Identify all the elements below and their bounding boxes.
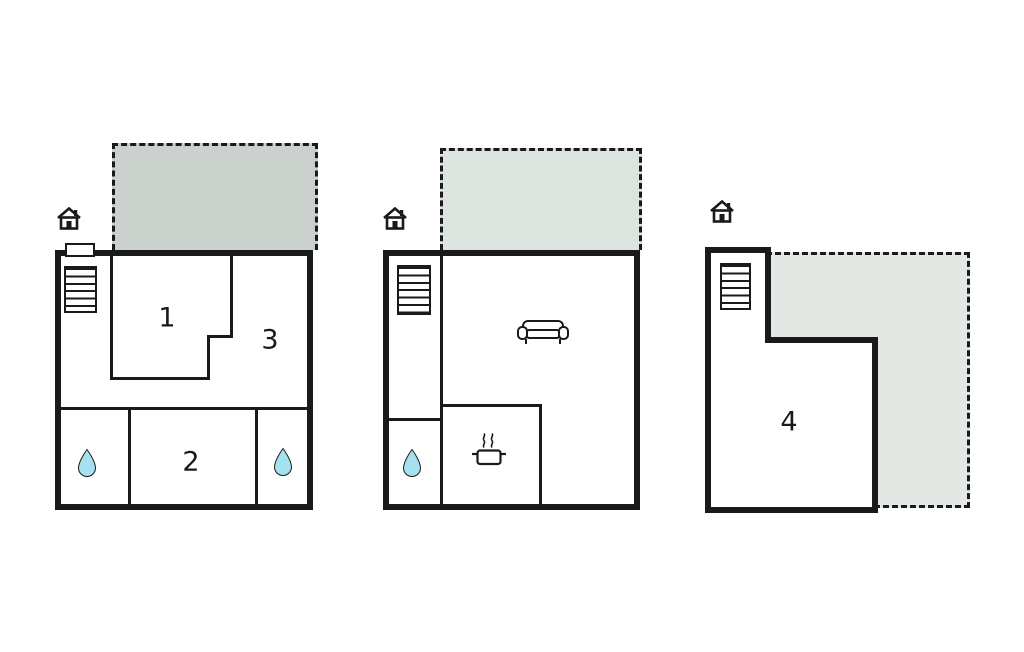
- floor1-wall: [110, 256, 113, 380]
- floor1-water-drop-icon: [76, 448, 98, 478]
- floor3-stairs-icon: [720, 263, 751, 310]
- sofa-icon: [516, 318, 570, 346]
- room-label-3: 3: [261, 324, 279, 356]
- floor1-wall: [110, 377, 210, 380]
- floor1-wall: [61, 407, 307, 410]
- floor2-wall: [440, 256, 443, 504]
- floor2-wall: [389, 418, 440, 421]
- floor3-entrance-house-icon: [709, 199, 735, 224]
- floor1-entrance-house-icon: [56, 206, 82, 231]
- floor1-outline: [55, 250, 313, 510]
- floor1-wall: [207, 335, 233, 338]
- floor1-wall: [128, 410, 131, 504]
- floor2-wall: [539, 404, 542, 504]
- floor2-water-drop-icon: [401, 448, 423, 478]
- floor1-wall: [207, 337, 210, 380]
- room-label-4: 4: [780, 406, 798, 438]
- floor2-wall: [443, 404, 542, 407]
- floor1-wall: [255, 410, 258, 504]
- floor1-water-drop-icon: [272, 447, 294, 477]
- floor2-terrace-dashed-area: [440, 148, 642, 250]
- cooking-pot-icon: [470, 431, 508, 467]
- floor2-entrance-house-icon: [382, 206, 408, 231]
- floor1-terrace-dashed-area: [112, 143, 318, 250]
- room-label-2: 2: [182, 446, 200, 478]
- floor1-wall: [230, 256, 233, 338]
- floor1-stairs-icon: [64, 266, 97, 313]
- room-label-1: 1: [158, 302, 176, 334]
- floor1-entrance-door: [65, 243, 95, 257]
- floor3-outline: [705, 247, 878, 513]
- floor2-stairs-icon: [397, 265, 431, 315]
